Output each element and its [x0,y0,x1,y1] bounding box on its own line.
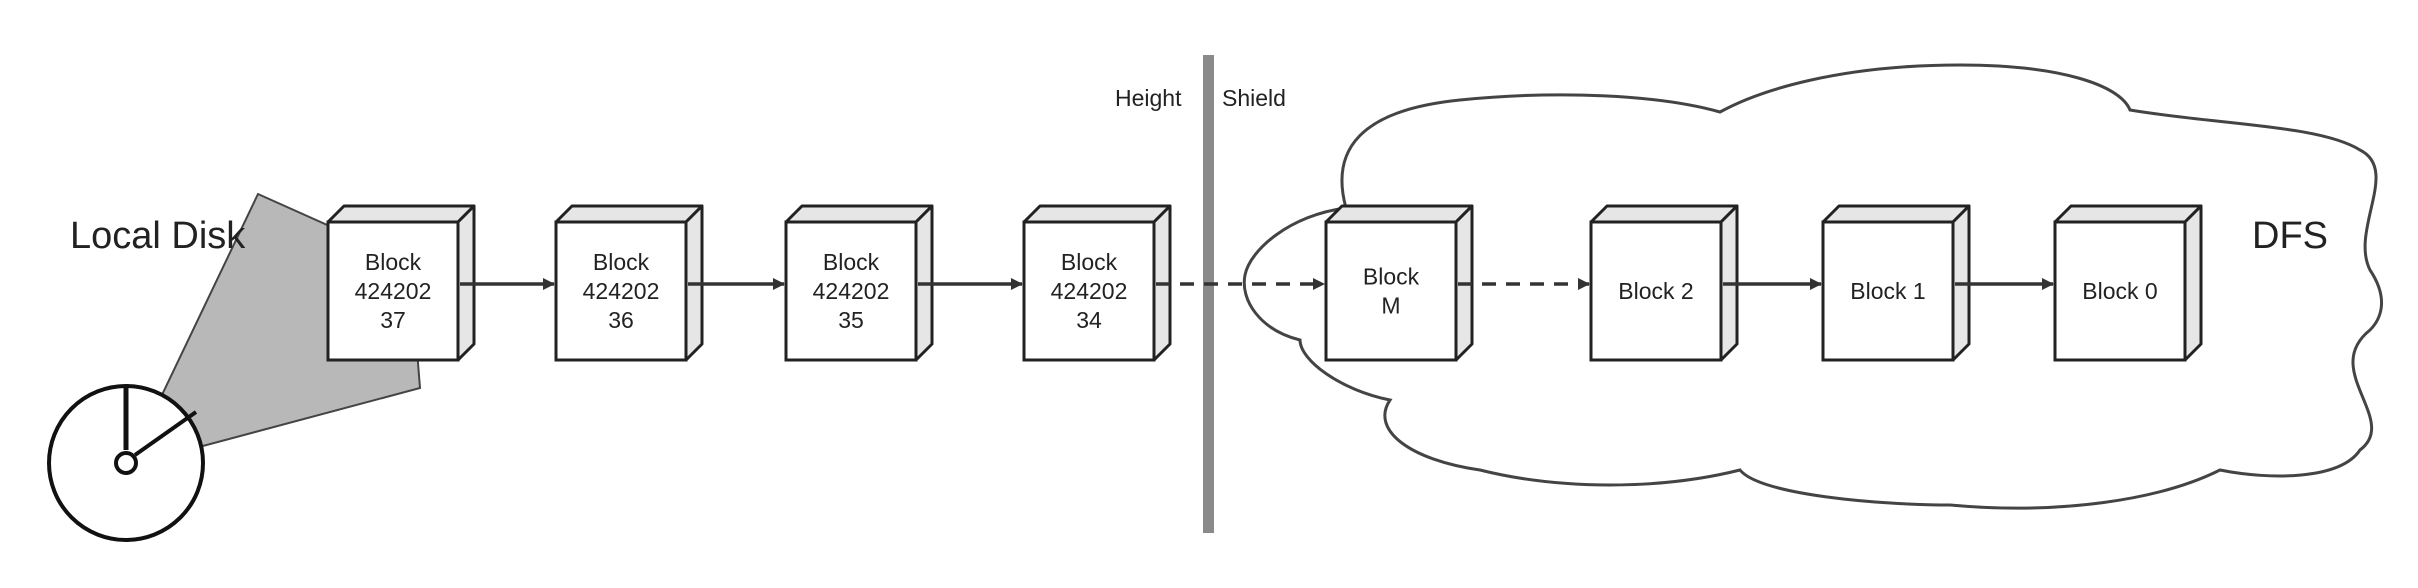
block-1-label-1: 424202 [583,278,660,304]
block-2-label-2: 35 [838,307,864,333]
block-4-label-1: M [1381,293,1400,319]
block-0-label-0: Block [365,249,422,275]
block-0: Block 424202 37 [326,204,476,362]
shield-label: Shield [1222,85,1286,111]
block-0-label-1: 424202 [355,278,432,304]
disk-icon [47,384,205,542]
block-1-label-2: 36 [608,307,634,333]
block-6-label-0: Block 1 [1850,278,1925,304]
block-5: Block 2 [1589,204,1739,362]
dfs-label: DFS [2252,215,2328,257]
block-3-label-1: 424202 [1051,278,1128,304]
block-6: Block 1 [1821,204,1971,362]
block-7-label-0: Block 0 [2082,278,2157,304]
block-0-label-2: 37 [380,307,406,333]
block-3: Block 424202 34 [1022,204,1172,362]
block-2: Block 424202 35 [784,204,934,362]
block-7: Block 0 [2053,204,2203,362]
block-1-label-0: Block [593,249,650,275]
block-2-label-0: Block [823,249,880,275]
block-4-label-0: Block [1363,264,1420,290]
local-disk-label: Local Disk [70,215,246,257]
blocks-layer: Block42420237Block42420236Block42420235B… [326,204,2203,362]
height-shield-bar [1203,55,1214,533]
block-1: Block 424202 36 [554,204,704,362]
block-3-label-2: 34 [1076,307,1102,333]
height-label: Height [1115,85,1182,111]
block-2-label-1: 424202 [813,278,890,304]
block-3-label-0: Block [1061,249,1118,275]
block-5-label-0: Block 2 [1618,278,1693,304]
